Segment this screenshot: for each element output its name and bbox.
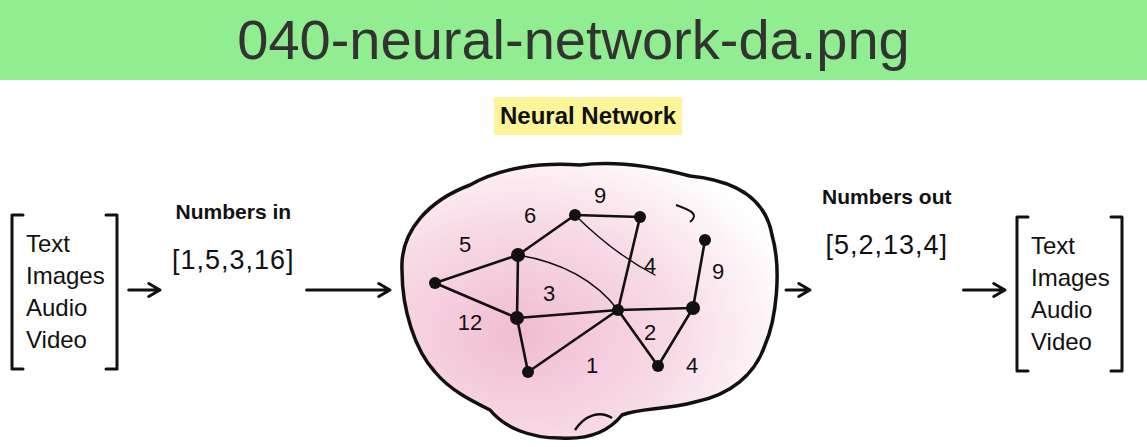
number-vector: Numbers in [1,5,3,16] bbox=[168, 196, 299, 282]
weight-label: 9 bbox=[594, 184, 606, 208]
flow-arrow bbox=[307, 284, 390, 297]
title-band: 040-neural-network-da.png bbox=[0, 0, 1147, 80]
weight-label: 9 bbox=[712, 260, 724, 284]
highlight-heading: Neural Network bbox=[494, 97, 682, 135]
bracket-stroke bbox=[1017, 217, 1122, 371]
bracket-stroke bbox=[12, 215, 117, 369]
vector-values: [5,2,13,4] bbox=[822, 225, 952, 265]
vector-heading: Numbers out bbox=[822, 183, 952, 211]
brain-fold bbox=[575, 414, 612, 430]
media-list: Text Images Audio Video bbox=[1013, 214, 1126, 374]
weight-label: 12 bbox=[458, 311, 482, 335]
flow-arrow bbox=[129, 284, 160, 297]
weight-label: 5 bbox=[459, 233, 471, 257]
weight-label: 1 bbox=[586, 354, 598, 378]
weight-label: 3 bbox=[543, 282, 555, 306]
flow-arrow bbox=[786, 284, 810, 297]
vector-heading: Numbers in bbox=[172, 198, 295, 226]
brain-fold bbox=[676, 205, 694, 222]
weight-label: 4 bbox=[686, 354, 698, 378]
weight-label: 6 bbox=[524, 204, 536, 228]
weight-label: 4 bbox=[644, 254, 656, 278]
network-neurons bbox=[429, 209, 711, 378]
weight-label: 2 bbox=[644, 321, 656, 345]
network-links bbox=[435, 215, 705, 372]
media-list-text: Text Images Audio Video bbox=[1031, 230, 1110, 358]
brain-outline bbox=[402, 163, 777, 438]
number-vector: Numbers out [5,2,13,4] bbox=[818, 181, 956, 267]
vector-values: [1,5,3,16] bbox=[172, 240, 295, 280]
media-list: Text Images Audio Video bbox=[8, 212, 121, 372]
flow-arrow bbox=[964, 284, 1005, 297]
media-list-text: Text Images Audio Video bbox=[26, 228, 105, 356]
